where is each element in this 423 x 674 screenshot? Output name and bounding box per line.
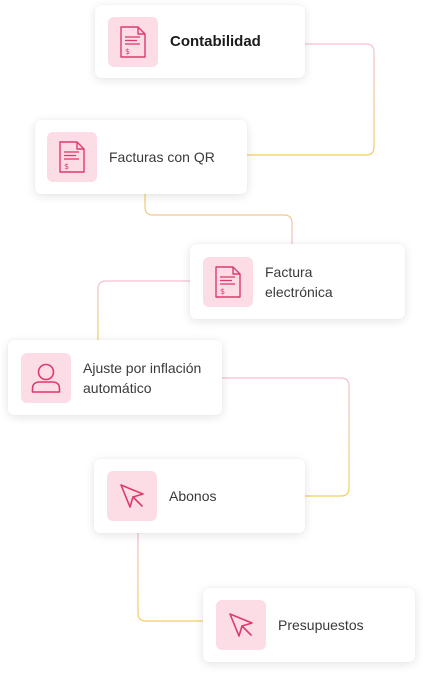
invoice-document-icon: $ [203, 256, 253, 307]
connector-1 [245, 43, 375, 156]
node-facturas-con-qr[interactable]: $ Facturas con QR [35, 120, 247, 194]
connector-3 [97, 280, 190, 342]
user-icon [21, 352, 71, 403]
cursor-arrow-icon [216, 600, 266, 650]
connector-4 [222, 377, 350, 497]
node-label: Abonos [169, 488, 217, 504]
node-contabilidad[interactable]: $ Contabilidad [95, 5, 305, 78]
node-label: Ajuste por inflación automático [83, 359, 202, 396]
node-presupuestos[interactable]: Presupuestos [203, 588, 415, 662]
invoice-document-icon: $ [108, 16, 158, 67]
svg-text:$: $ [220, 287, 225, 296]
node-label: Contabilidad [170, 32, 261, 50]
connector-5 [137, 532, 218, 622]
node-abonos[interactable]: Abonos [94, 459, 305, 533]
node-label: Presupuestos [278, 617, 364, 633]
node-ajuste-por-inflacion[interactable]: Ajuste por inflación automático [8, 340, 222, 415]
invoice-document-icon: $ [47, 132, 97, 182]
node-label: Facturas con QR [109, 149, 215, 165]
connector-2 [144, 193, 293, 245]
node-factura-electronica[interactable]: $ Factura electrónica [190, 244, 405, 319]
node-label: Factura electrónica [265, 263, 333, 300]
cursor-arrow-icon [107, 471, 157, 521]
svg-text:$: $ [64, 162, 69, 171]
svg-text:$: $ [125, 47, 130, 56]
